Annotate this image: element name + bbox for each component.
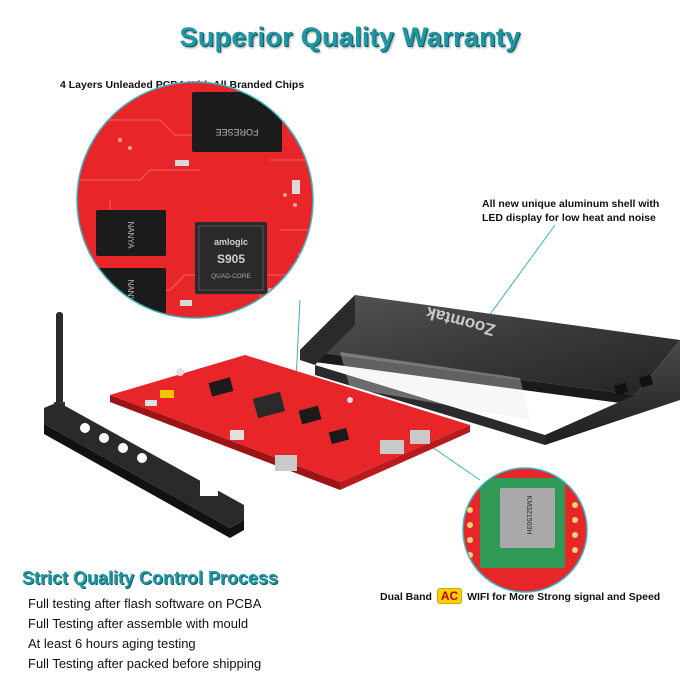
nanya-chip-upper-label: NANYA xyxy=(126,222,135,250)
page-title: Superior Quality Warranty xyxy=(179,22,521,52)
shell-caption-line1: All new unique aluminum shell with xyxy=(482,198,660,210)
quality-control-steps: Full testing after flash software on PCB… xyxy=(28,594,261,674)
nanya-chip-lower: NANYA xyxy=(96,268,166,314)
foresee-chip-label: FORESEE xyxy=(215,127,258,137)
qc-step: Full Testing after packed before shippin… xyxy=(28,656,262,671)
rear-bracket xyxy=(44,402,244,577)
quality-control-title: Strict Quality Control Process xyxy=(22,568,279,588)
soc-model: S905 xyxy=(217,252,245,266)
amlogic-brand: amlogic xyxy=(214,237,248,247)
shell-caption-line2: LED display for low heat and noise xyxy=(482,212,656,224)
wifi-chip-label: KM321503H xyxy=(525,496,532,535)
aluminum-case: Zoomtak xyxy=(300,295,680,445)
nanya-chip-upper: NANYA xyxy=(96,210,166,256)
nanya-chip-lower-label: NANYA xyxy=(126,280,135,308)
shell-caption: All new unique aluminum shell with LED d… xyxy=(482,197,659,225)
antenna xyxy=(54,312,65,412)
wifi-caption-prefix: Dual Band xyxy=(380,591,432,603)
wifi-module-closeup: KM321503H xyxy=(462,467,588,593)
qc-step: At least 6 hours aging testing xyxy=(28,636,196,651)
pcb-closeup: FORESEE NANYA NANYA amlogic S905 QUAD-CO… xyxy=(76,81,314,319)
ac-badge: AC xyxy=(436,588,463,604)
soc-quad-core: QUAD-CORE xyxy=(211,273,251,280)
qc-step: Full testing after flash software on PCB… xyxy=(28,596,262,611)
amlogic-soc: amlogic S905 QUAD-CORE xyxy=(195,222,267,294)
wifi-caption-suffix: WIFI for More Strong signal and Speed xyxy=(467,591,661,603)
main-pcb-board xyxy=(110,355,470,490)
wifi-caption: Dual Band AC WIFI for More Strong signal… xyxy=(380,588,660,604)
foresee-chip: FORESEE xyxy=(192,92,282,152)
qc-step: Full Testing after assemble with mould xyxy=(28,616,249,631)
